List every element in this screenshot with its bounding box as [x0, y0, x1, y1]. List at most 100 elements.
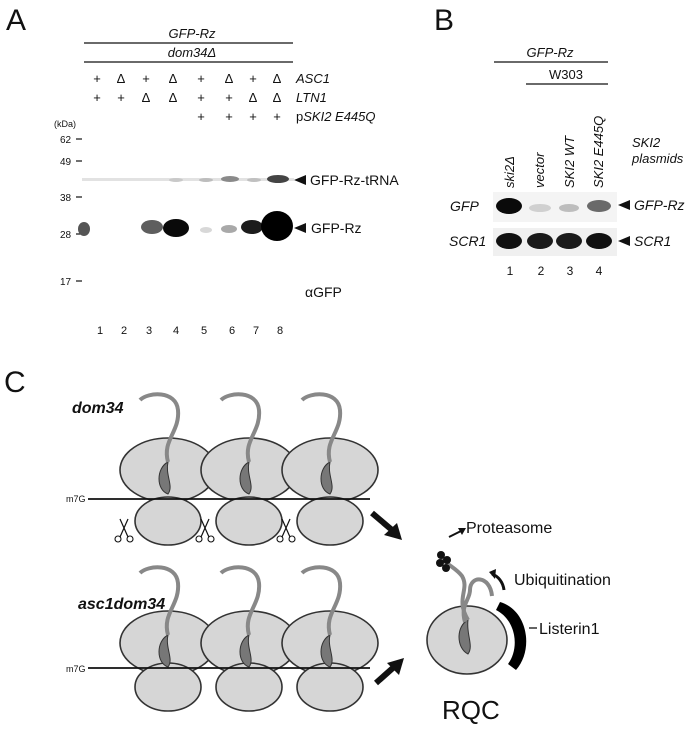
lane-number: 5	[201, 325, 207, 337]
western-blot-membrane	[82, 126, 294, 313]
plasmid-mark: +	[197, 109, 205, 124]
gfprz-band-arrowhead	[294, 223, 306, 233]
lane-5-trna-band	[199, 178, 213, 182]
lane-number: 7	[253, 325, 259, 337]
ltn1-mark: +	[93, 90, 101, 105]
asc1-mark: +	[197, 71, 205, 86]
nascent-peptide-in-tunnel	[239, 634, 252, 668]
antibody-label: αGFP	[305, 284, 342, 300]
nascent-peptide-chain	[138, 392, 181, 463]
lane-number: 4	[173, 325, 179, 337]
scissors-icon	[281, 518, 291, 538]
marker-label: 38	[60, 193, 72, 204]
lane-8-gfprz-band	[261, 211, 293, 241]
asc1-mark: +	[93, 71, 101, 86]
ltn1-mark: +	[225, 90, 233, 105]
gfprz-band-label: GFP-Rz	[311, 220, 362, 236]
lane-number: 4	[596, 264, 603, 278]
marker-label: 28	[60, 230, 72, 241]
asc1-mark: +	[249, 71, 257, 86]
gfp-lane-1-band	[496, 198, 522, 214]
column-label-ski2-delta: ski2Δ	[502, 156, 517, 188]
scissors-icon	[119, 518, 129, 538]
lane-8-trna-band	[267, 175, 289, 183]
ltn1-mark: +	[197, 90, 205, 105]
panel-b-header-sub: W303	[549, 67, 583, 82]
lane-number: 1	[507, 264, 514, 278]
lane-number: 1	[97, 325, 103, 337]
ltn1-mark: Δ	[142, 90, 151, 105]
scissors-icon	[195, 535, 203, 543]
gfp-lane-3-band	[559, 204, 579, 212]
lane-7-gfprz-band	[241, 220, 263, 234]
lane-number: 3	[567, 264, 574, 278]
lane-3-gfprz-band	[141, 220, 163, 234]
lane-5-gfprz-band	[200, 227, 212, 233]
cap-label-top: m7G	[66, 494, 86, 504]
row-label-right-gfprz: GFP-Rz	[634, 197, 685, 213]
ribosome-small-subunit	[215, 662, 283, 712]
nascent-peptide-in-tunnel	[320, 461, 333, 495]
ltn1-row-label: LTN1	[296, 90, 327, 105]
column-label-vector: vector	[532, 152, 547, 188]
nascent-peptide-in-tunnel	[320, 634, 333, 668]
scissors-icon	[126, 535, 134, 543]
scr1-lane-2-band	[527, 233, 553, 249]
rqc-complex	[426, 551, 537, 675]
plasmid-row-label: pSKI2 E445Q	[296, 109, 376, 124]
asc1-row-label: ASC1	[295, 71, 330, 86]
nascent-peptide-in-tunnel	[158, 461, 171, 495]
gfp-lane-2-band	[529, 204, 551, 212]
arrow-top-to-rqc	[370, 510, 402, 540]
lane-7-trna-band	[247, 178, 261, 182]
panel-c: C dom34 asc1dom34 m7G m7G	[4, 366, 611, 725]
ubiquitin-bead	[437, 551, 445, 559]
trna-band-arrowhead	[294, 175, 306, 185]
nascent-peptide-in-tunnel	[158, 634, 171, 668]
panel-a-letter: A	[6, 4, 26, 37]
ubiquitination-label: Ubiquitination	[514, 572, 611, 589]
scissors-icon	[276, 535, 284, 543]
cap-label-bottom: m7G	[66, 664, 86, 674]
scissors-icon	[288, 535, 296, 543]
background-band-line	[82, 178, 294, 181]
proteasome-label: Proteasome	[466, 520, 552, 537]
ribosome-small-subunit	[134, 662, 202, 712]
lane-number: 3	[146, 325, 152, 337]
lane-number: 2	[121, 325, 127, 337]
side-note-line-1: SKI2	[632, 135, 661, 150]
lane-number: 2	[538, 264, 545, 278]
scr1-row-arrowhead	[618, 236, 630, 246]
arrow-bottom-to-rqc	[374, 658, 404, 686]
scr1-lane-1-band	[496, 233, 522, 249]
ltn1-mark: Δ	[273, 90, 282, 105]
ribosome-small-subunit	[296, 496, 364, 546]
panel-b-letter: B	[434, 4, 454, 37]
ribosome-small-subunit	[134, 496, 202, 546]
lane-1-edge-band	[78, 222, 90, 236]
lane-number: 6	[229, 325, 235, 337]
marker-label: 62	[60, 135, 72, 146]
asc1-mark: Δ	[169, 71, 178, 86]
plasmid-mark: +	[249, 109, 257, 124]
nascent-peptide-chain	[219, 565, 262, 636]
asc1-genotype-row: +Δ+Δ+Δ+Δ	[93, 71, 281, 86]
asc1-mark: +	[142, 71, 150, 86]
rqc-nascent-chain	[458, 619, 471, 655]
asc1dom34-ribosome-stack	[88, 565, 379, 712]
panel-b-lane-numbers: 1 2 3 4	[507, 264, 603, 278]
column-label-ski2-wt: SKI2 WT	[562, 135, 577, 188]
ubiquitination-arrow	[489, 569, 506, 591]
marker-label: 17	[60, 277, 72, 288]
kda-unit-label: (kDa)	[54, 119, 76, 129]
nascent-peptide-chain	[300, 565, 343, 636]
asc1-mark: Δ	[225, 71, 234, 86]
nascent-peptide-chain	[138, 565, 181, 636]
scr1-lane-3-band	[556, 233, 582, 249]
ltn1-mark: Δ	[169, 90, 178, 105]
